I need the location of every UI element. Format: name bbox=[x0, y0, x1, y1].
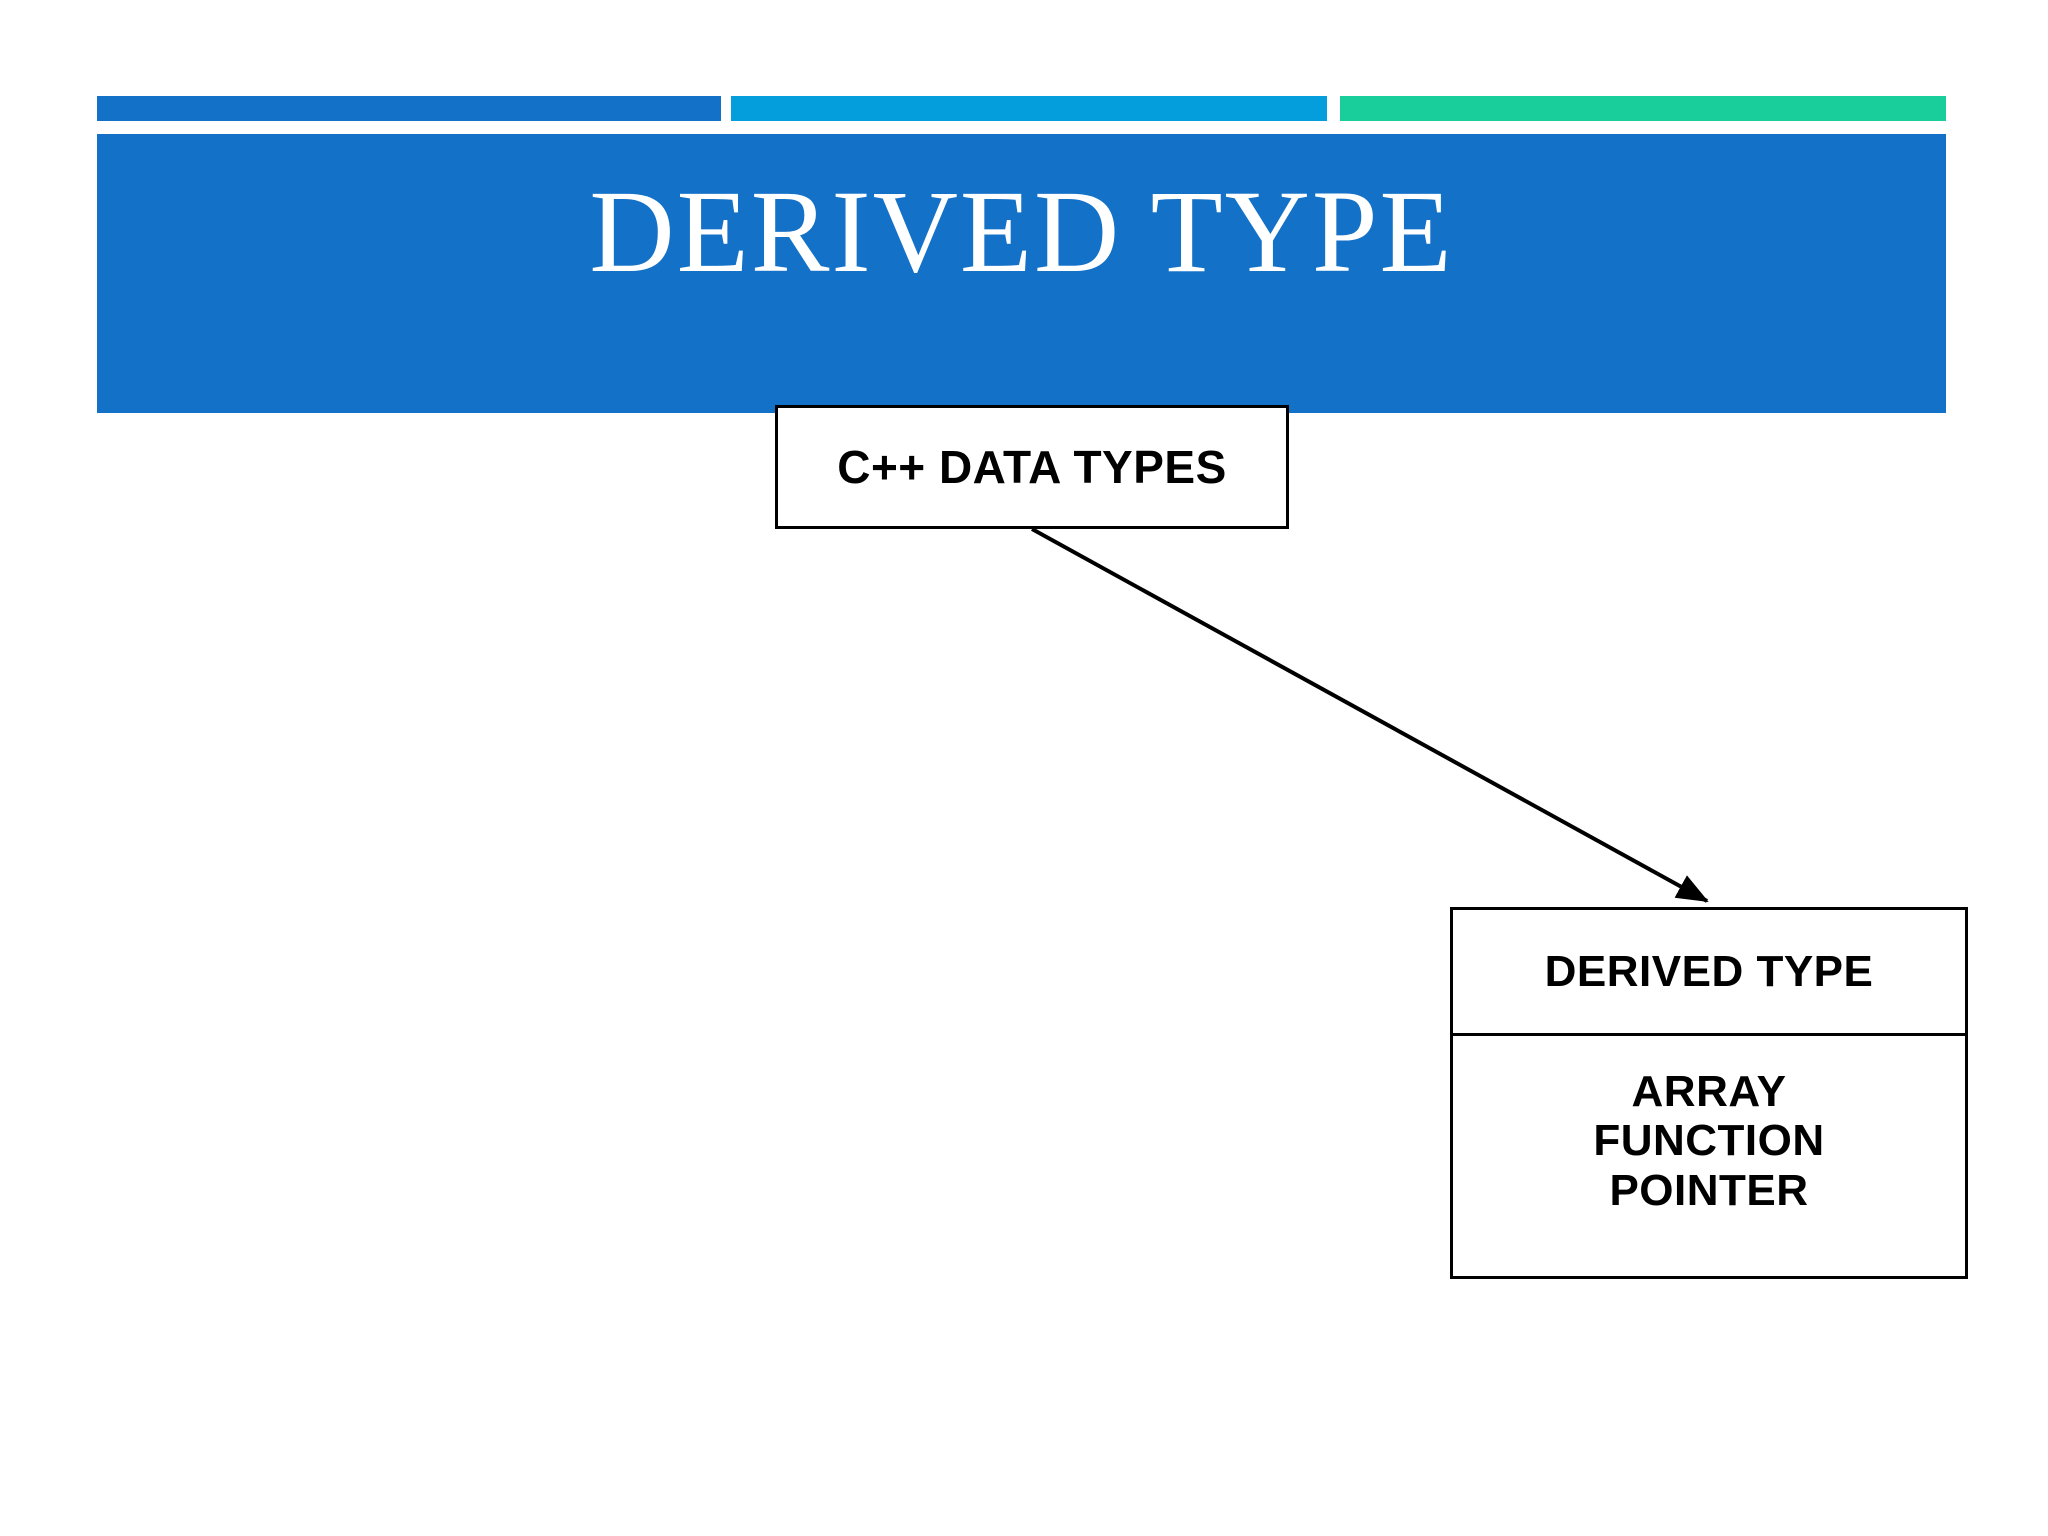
page-title: DERIVED TYPE bbox=[589, 166, 1454, 297]
node-derived-type-title: DERIVED TYPE bbox=[1544, 946, 1874, 996]
node-cpp-data-types-label: C++ DATA TYPES bbox=[837, 441, 1227, 493]
member-pointer: POINTER bbox=[1609, 1165, 1809, 1215]
accent-bar-cyan bbox=[731, 96, 1327, 121]
node-derived-type-members: ARRAY FUNCTION POINTER bbox=[1453, 1036, 1965, 1276]
connector-line bbox=[1031, 527, 1709, 903]
node-cpp-data-types[interactable]: C++ DATA TYPES bbox=[775, 405, 1289, 529]
node-derived-type-header: DERIVED TYPE bbox=[1453, 910, 1965, 1036]
title-band: DERIVED TYPE bbox=[97, 134, 1946, 413]
member-function: FUNCTION bbox=[1593, 1116, 1825, 1166]
member-array: ARRAY bbox=[1631, 1067, 1787, 1117]
accent-bar-blue bbox=[97, 96, 721, 121]
node-derived-type[interactable]: DERIVED TYPE ARRAY FUNCTION POINTER bbox=[1450, 907, 1968, 1279]
accent-bar-green bbox=[1340, 96, 1946, 121]
